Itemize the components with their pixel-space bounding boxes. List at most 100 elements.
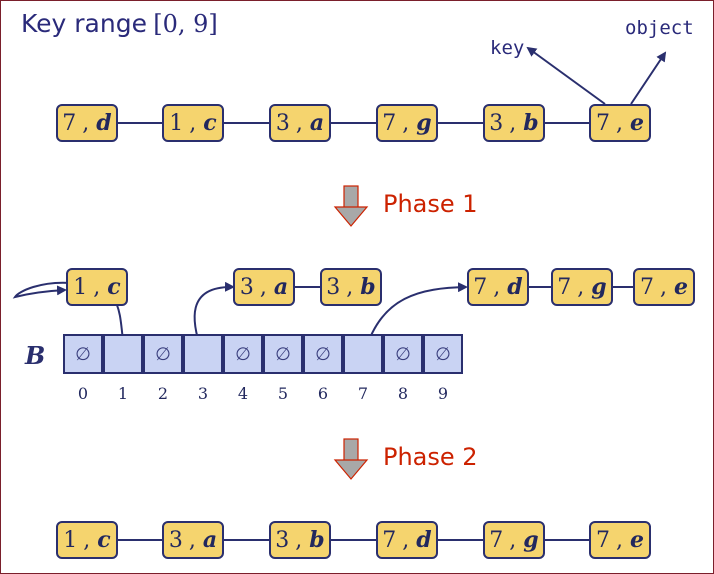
node-value: d — [416, 527, 432, 553]
bucket3-node: 3, a — [233, 268, 295, 306]
bucket-cell-6: ∅ — [303, 334, 343, 374]
node-value: d — [507, 274, 523, 300]
output-node: 3, a — [162, 521, 224, 559]
bucket-index: 6 — [317, 384, 329, 403]
node-value: a — [273, 274, 289, 300]
input-node: 7, e — [589, 104, 651, 142]
node-value: g — [523, 527, 539, 553]
bucket-index: 7 — [357, 384, 369, 403]
node-key: 7 — [640, 274, 654, 300]
output-node: 7, d — [376, 521, 438, 559]
node-value: b — [360, 274, 376, 300]
input-node: 7, d — [56, 104, 118, 142]
node-key: 3 — [326, 274, 341, 300]
bucket-cell-1 — [103, 334, 143, 374]
object-label: object — [625, 17, 694, 39]
node-value: c — [107, 274, 121, 300]
output-node: 3, b — [269, 521, 331, 559]
node-comma: , — [259, 274, 267, 300]
node-value: d — [96, 110, 112, 136]
node-comma: , — [616, 110, 623, 136]
empty-symbol: ∅ — [275, 343, 291, 365]
node-key: 1 — [73, 274, 88, 300]
node-comma: , — [402, 527, 410, 553]
bucket7-node: 7, g — [551, 268, 613, 306]
bucket3-node: 3, b — [320, 268, 382, 306]
node-value: g — [591, 274, 607, 300]
node-value: e — [630, 527, 644, 553]
node-comma: , — [83, 527, 91, 553]
node-key: 7 — [473, 274, 488, 300]
bucket-cell-7 — [343, 334, 383, 374]
output-node: 7, e — [589, 521, 651, 559]
bucket7-node: 7, d — [467, 268, 529, 306]
empty-symbol: ∅ — [235, 343, 251, 365]
object-arrow — [630, 51, 667, 105]
node-comma: , — [295, 527, 303, 553]
bucket1-node: 1, c — [66, 268, 128, 306]
node-value: e — [674, 274, 688, 300]
node-comma: , — [509, 110, 517, 136]
node-key: 3 — [275, 527, 290, 553]
phase1-arrow — [333, 185, 369, 227]
phase1-label: Phase 1 — [383, 190, 478, 218]
node-comma: , — [660, 274, 667, 300]
node-key: 7 — [596, 527, 610, 553]
input-node: 3, a — [269, 104, 331, 142]
bucket-cell-4: ∅ — [223, 334, 263, 374]
node-value: e — [630, 110, 644, 136]
bucket-cell-5: ∅ — [263, 334, 303, 374]
node-comma: , — [93, 274, 101, 300]
bucket-cell-8: ∅ — [383, 334, 423, 374]
empty-symbol: ∅ — [155, 343, 171, 365]
bucket7-node: 7, e — [633, 268, 695, 306]
node-key: 3 — [275, 110, 290, 136]
phase2-label: Phase 2 — [383, 443, 478, 471]
output-node: 7, g — [483, 521, 545, 559]
node-key: 3 — [239, 274, 254, 300]
node-key: 7 — [62, 110, 77, 136]
node-value: g — [416, 110, 432, 136]
input-node: 1, c — [162, 104, 224, 142]
pointer-bucket-1 — [12, 281, 125, 353]
page-title: Key range [0, 9] — [21, 9, 218, 39]
node-comma: , — [188, 527, 196, 553]
node-comma: , — [493, 274, 501, 300]
node-comma: , — [616, 527, 623, 553]
node-comma: , — [577, 274, 585, 300]
bucket-cell-0: ∅ — [63, 334, 103, 374]
empty-symbol: ∅ — [395, 343, 411, 365]
empty-symbol: ∅ — [435, 343, 451, 365]
node-value: b — [309, 527, 325, 553]
phase2-arrow — [333, 438, 369, 480]
bucket-index: 9 — [437, 384, 449, 403]
node-key: 7 — [382, 110, 397, 136]
output-node: 1, c — [56, 521, 118, 559]
bucket-index: 1 — [117, 384, 129, 403]
node-key: 3 — [489, 110, 504, 136]
input-node: 3, b — [483, 104, 545, 142]
bucket-array-label: B — [25, 341, 46, 370]
node-value: c — [203, 110, 217, 136]
node-comma: , — [82, 110, 90, 136]
node-comma: , — [189, 110, 197, 136]
node-comma: , — [402, 110, 410, 136]
node-key: 3 — [168, 527, 183, 553]
bucket-index: 8 — [397, 384, 409, 403]
node-value: c — [97, 527, 111, 553]
bucket-cell-3 — [183, 334, 223, 374]
empty-symbol: ∅ — [75, 343, 91, 365]
bucket-cell-2: ∅ — [143, 334, 183, 374]
title-range: [0, 9] — [153, 10, 218, 38]
node-key: 7 — [596, 110, 610, 136]
bucket-index: 5 — [277, 384, 289, 403]
key-label: key — [490, 37, 525, 59]
bucket-cell-9: ∅ — [423, 334, 463, 374]
node-key: 1 — [63, 527, 78, 553]
node-comma: , — [346, 274, 354, 300]
input-node: 7, g — [376, 104, 438, 142]
node-key: 7 — [489, 527, 504, 553]
bucket-index: 2 — [157, 384, 169, 403]
